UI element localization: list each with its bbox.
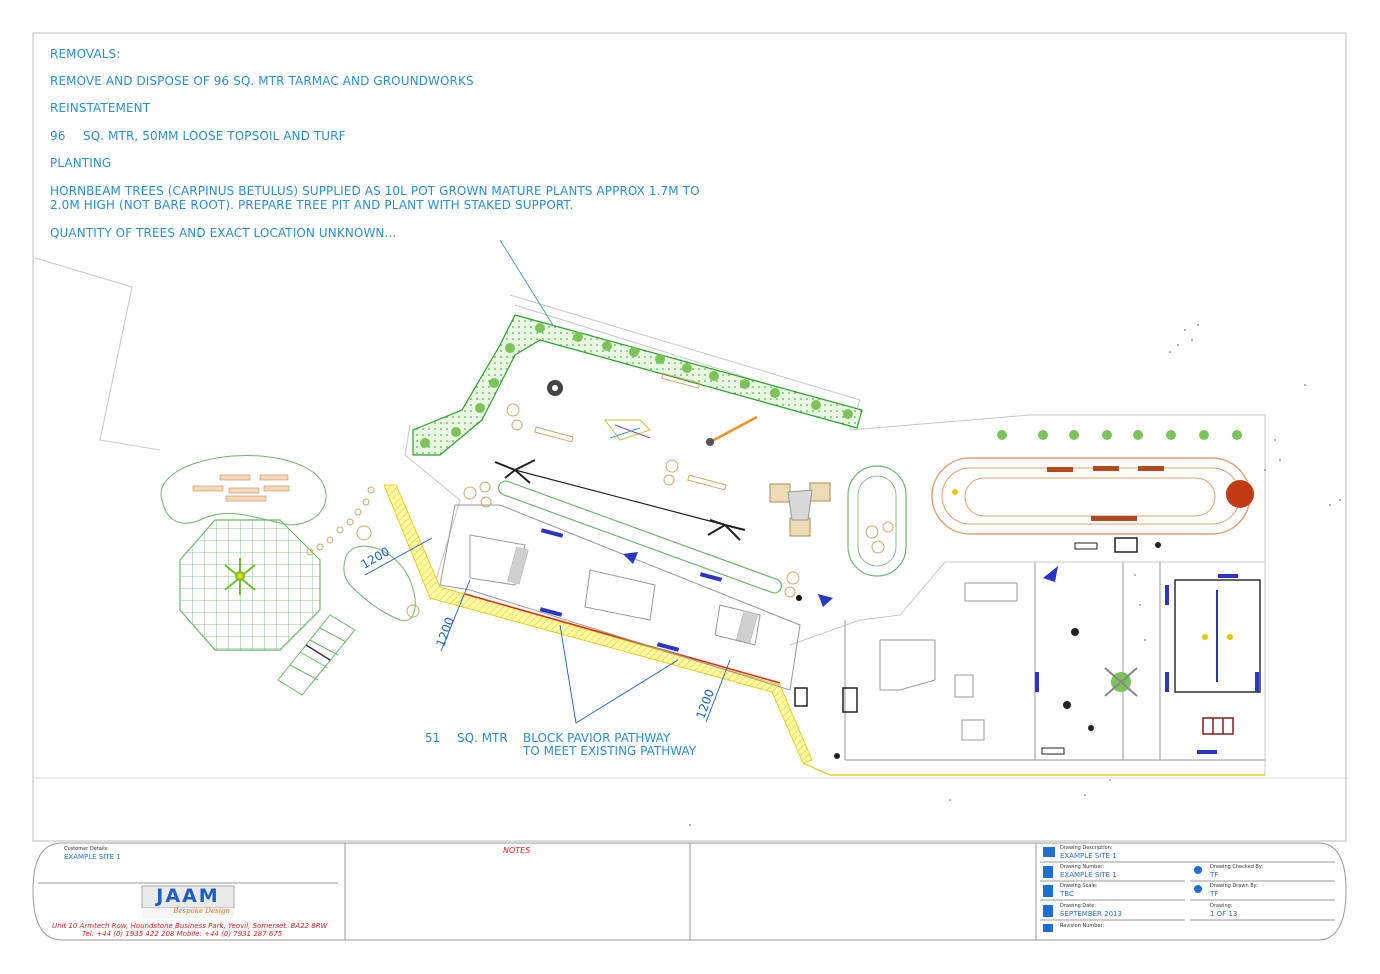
oval-seating [847, 465, 907, 577]
company-phones: Tel: +44 (0) 1935 422 208 Mobile: +44 (0… [82, 930, 283, 938]
blue-fixtures [539, 528, 833, 652]
running-track-strip [498, 480, 782, 594]
customer-value: EXAMPLE SITE 1 [64, 853, 121, 861]
jaam-logo [141, 885, 235, 918]
racetrack-benches [1047, 466, 1164, 521]
drawing-number-label: Drawing Number: [1060, 864, 1105, 870]
survey-points [689, 324, 1341, 826]
timber-climbing-frame [769, 482, 831, 537]
steering-wheel-icon [547, 380, 563, 396]
planting-note: QUANTITY OF TREES AND EXACT LOCATION UNK… [50, 226, 397, 240]
tree-leader-line [499, 239, 557, 331]
drawing-scale-icon [1043, 885, 1053, 897]
dimension-lines [364, 537, 731, 724]
description-value: EXAMPLE SITE 1 [1060, 852, 1117, 860]
zipwire-cable [514, 469, 726, 526]
drawing-description-icon [1043, 847, 1055, 857]
reinstatement-text: SQ. MTR, 50MM LOOSE TOPSOIL AND TURF [83, 129, 346, 143]
notes-label: NOTES [503, 846, 531, 855]
drawing-value: 1 OF 13 [1210, 910, 1238, 918]
description-label: Drawing Description: [1060, 845, 1113, 851]
sports-court [1174, 579, 1261, 693]
main-play-area [439, 504, 801, 691]
checked-by-value: TF [1210, 871, 1219, 879]
pathway-line-2: TO MEET EXISTING PATHWAY [523, 744, 697, 758]
drawing-scale-value: TBC [1060, 890, 1074, 898]
site-boundary [34, 257, 1266, 775]
ladder-frame [277, 614, 356, 696]
logo-text: JAAM [156, 885, 220, 907]
removals-text: REMOVE AND DISPOSE OF 96 SQ. MTR TARMAC … [50, 74, 474, 88]
tree-row-east [997, 430, 1242, 440]
sheet-border [32, 32, 1347, 842]
checked-by-label: Drawing Checked By: [1210, 864, 1264, 870]
drawn-by-label: Drawing Drawn By: [1210, 883, 1258, 889]
black-fittings [794, 537, 1161, 759]
reinstatement-heading: REINSTATEMENT [50, 101, 151, 115]
east-play-zones [844, 562, 1265, 761]
hornbeam-trees [420, 323, 853, 448]
checked-by-icon [1194, 866, 1202, 874]
revision-icon [1043, 924, 1053, 932]
customer-label: Customer Details: [64, 846, 109, 852]
see-saw [709, 415, 758, 444]
removals-heading: REMOVALS: [50, 47, 121, 61]
drawing-scale-label: Drawing Scale: [1060, 883, 1098, 889]
drawing-date-icon [1043, 905, 1053, 917]
block-pavior-pathway [383, 484, 813, 764]
company-address: Unit 10 Armtech Row, Houndstone Business… [52, 922, 328, 930]
planting-line-2: 2.0M HIGH (NOT BARE ROOT). PREPARE TREE … [50, 198, 574, 212]
revision-label: Revision Number: [1060, 923, 1105, 929]
climbing-cube [1202, 717, 1234, 735]
spinner-unit [604, 419, 651, 441]
drawing-date-label: Drawing Date: [1060, 903, 1097, 909]
logo-sub: Bespoke Design [173, 907, 230, 915]
stepping-stones [306, 486, 375, 556]
drawing-number-icon [1043, 866, 1053, 878]
zipwire-posts [494, 459, 746, 541]
planting-heading: PLANTING [50, 156, 112, 170]
drawn-by-value: TF [1210, 890, 1219, 898]
west-benches [192, 474, 290, 502]
west-seating-area [160, 455, 327, 526]
pathway-qty: 51 [425, 731, 441, 745]
racetrack [931, 457, 1251, 535]
drawing-date-value: SEPTEMBER 2013 [1060, 910, 1122, 918]
wooden-planks [463, 372, 800, 598]
court-markers [1035, 566, 1259, 754]
small-kidney-seat [343, 545, 416, 622]
decking-hatch [507, 546, 758, 644]
drawing-number-value: EXAMPLE SITE 1 [1060, 871, 1117, 879]
title-block-frame [32, 842, 1347, 941]
pathway-line-1: BLOCK PAVIOR PATHWAY [523, 731, 671, 745]
drawn-by-icon [1194, 885, 1202, 893]
finish-semicircle [1240, 480, 1254, 508]
central-play-unit [224, 558, 256, 595]
central-spinner-east [1104, 667, 1138, 697]
reinstatement-qty: 96 [50, 129, 66, 143]
pathway-unit: SQ. MTR [457, 731, 508, 745]
drawing-label: Drawing: [1210, 903, 1233, 909]
title-block-icons [1043, 847, 1202, 932]
hedge-planting [412, 314, 863, 456]
planting-line-1: HORNBEAM TREES (CARPINUS BETULUS) SUPPLI… [50, 184, 700, 198]
